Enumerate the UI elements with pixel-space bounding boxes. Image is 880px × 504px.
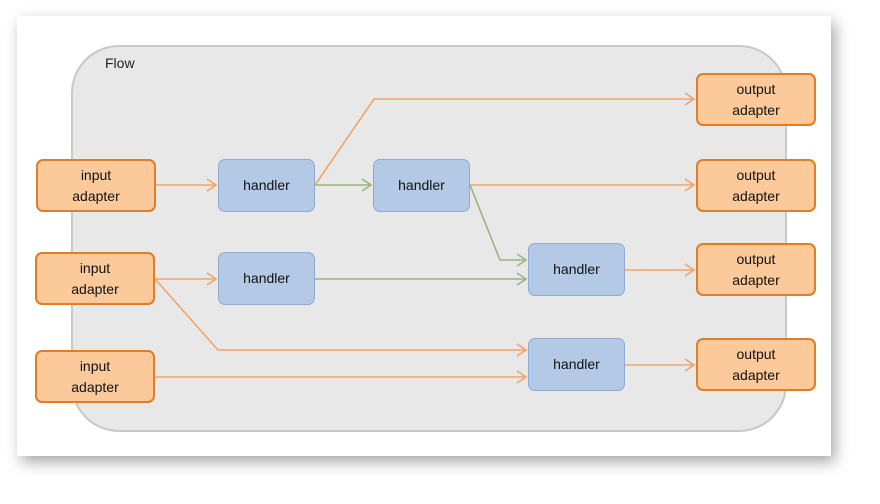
arrowhead-handler_5	[516, 370, 528, 384]
handler-3-label: handler	[243, 270, 290, 286]
handler-1: handler	[218, 159, 315, 212]
arrowhead-handler_4	[516, 253, 528, 267]
output-adapter-1-label: output adapter	[732, 80, 780, 118]
handler-2: handler	[373, 159, 470, 212]
output-adapter-3-label: output adapter	[732, 250, 780, 288]
input-adapter-1: input adapter	[36, 159, 156, 212]
input-adapter-2: input adapter	[35, 252, 155, 305]
handler-3: handler	[218, 252, 315, 305]
input-adapter-2-label: input adapter	[71, 259, 119, 297]
output-adapter-4-label: output adapter	[732, 345, 780, 383]
output-adapter-1: output adapter	[696, 73, 816, 126]
arrowhead-output_4	[684, 358, 696, 372]
output-adapter-2-label: output adapter	[732, 166, 780, 204]
input-adapter-3: input adapter	[35, 350, 155, 403]
handler-2-label: handler	[398, 177, 445, 193]
input-adapter-1-label: input adapter	[72, 166, 120, 204]
edge-input_2-to-handler_5	[154, 278, 526, 351]
handler-5-label: handler	[553, 356, 600, 372]
arrowhead-handler_3	[206, 272, 218, 286]
arrowhead-handler_1	[206, 178, 218, 192]
input-adapter-3-label: input adapter	[71, 357, 119, 395]
edge-handler_1-to-output_1	[314, 98, 694, 186]
output-adapter-3: output adapter	[696, 243, 816, 296]
arrowhead-handler_4	[516, 272, 528, 286]
flow-container	[71, 45, 787, 432]
arrowhead-output_3	[684, 263, 696, 277]
output-adapter-4: output adapter	[696, 338, 816, 391]
arrowhead-output_1	[684, 92, 696, 106]
edge-handler_2-to-handler_4	[469, 184, 526, 261]
handler-4: handler	[528, 243, 625, 296]
handler-5: handler	[528, 338, 625, 391]
arrowhead-handler_2	[361, 178, 373, 192]
handler-1-label: handler	[243, 177, 290, 193]
output-adapter-2: output adapter	[696, 159, 816, 212]
arrowhead-handler_5	[516, 343, 528, 357]
arrowhead-output_2	[684, 178, 696, 192]
flow-label: Flow	[105, 55, 135, 71]
handler-4-label: handler	[553, 261, 600, 277]
